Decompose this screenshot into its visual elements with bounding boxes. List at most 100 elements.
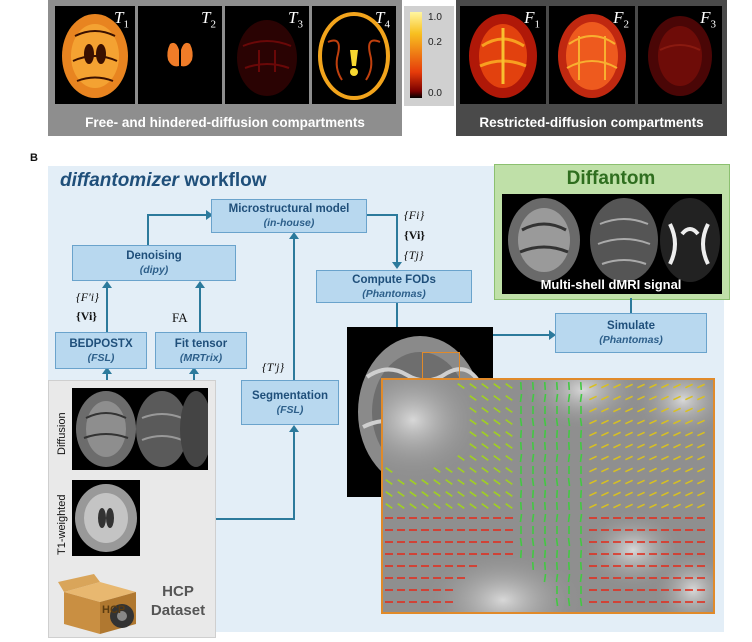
fod-glyph (637, 419, 645, 425)
fod-glyph (469, 419, 477, 425)
fod-glyph (445, 491, 453, 497)
denoise-label: Denoising (126, 250, 182, 262)
brain-f3-image (648, 16, 712, 96)
fod-glyph (567, 441, 571, 451)
fod-glyph (505, 431, 513, 437)
fod-glyph (697, 395, 705, 401)
fod-glyph (567, 417, 571, 427)
box-segmentation[interactable]: Segmentation (FSL) (241, 380, 339, 425)
fods-label: Compute FODs (352, 273, 436, 286)
fod-glyph (493, 431, 501, 437)
fod-glyph (661, 443, 669, 449)
fod-glyph (637, 383, 645, 389)
arrow-head-micro (206, 210, 213, 220)
fod-glyph (601, 467, 609, 473)
brain-t1-image (62, 14, 128, 98)
fod-glyph (531, 501, 535, 511)
simulate-label: Simulate (607, 320, 655, 332)
fod-glyph (493, 443, 501, 449)
fod-glyph (481, 503, 489, 509)
fod-glyph (579, 489, 583, 499)
fod-glyph (555, 597, 559, 607)
fod-glyph (567, 537, 571, 547)
fod-glyph (673, 431, 681, 437)
fod-glyph (519, 393, 523, 403)
label-t1: T1 (114, 8, 129, 31)
arrow-image-to-simulate (492, 334, 550, 336)
fod-glyph (385, 479, 393, 485)
fod-glyph (543, 441, 547, 451)
mri-t4: T4 (312, 6, 396, 104)
fod-glyph (625, 419, 633, 425)
denoise-sub: (dipy) (139, 264, 169, 276)
fod-glyph (589, 467, 597, 473)
fod-glyph (493, 407, 501, 413)
fod-glyph (637, 455, 645, 461)
arrow-t1-to-seg-v (293, 430, 295, 520)
fod-glyph (579, 441, 583, 451)
colorbar-tick-high: 1.0 (428, 12, 442, 23)
fod-glyph (457, 479, 465, 485)
fod-glyph (543, 537, 547, 547)
arrow-head-denoise-left (102, 281, 112, 288)
diffusion-label: Diffusion (56, 412, 68, 455)
fod-glyph (505, 407, 513, 413)
box-simulate[interactable]: Simulate (Phantomas) (555, 313, 707, 353)
fod-glyph (685, 407, 693, 413)
arrow-head-bedpostx (102, 367, 112, 374)
math-fi-prime: {F′i} (76, 290, 99, 304)
hcp-box-icon: HCP (56, 574, 142, 636)
fod-glyph (685, 419, 693, 425)
fod-glyph (543, 513, 547, 523)
box-denoising[interactable]: Denoising (dipy) (72, 245, 236, 281)
box-bedpostx[interactable]: BEDPOSTX (FSL) (55, 332, 147, 369)
arrow-seg-to-micro (293, 236, 295, 380)
fod-glyph (519, 513, 523, 523)
fod-glyph (637, 395, 645, 401)
fod-glyph (589, 479, 597, 485)
fod-glyph (469, 443, 477, 449)
fod-glyph (543, 381, 547, 391)
box-fit-tensor[interactable]: Fit tensor (MRTrix) (155, 332, 247, 369)
fod-glyph (555, 441, 559, 451)
fod-glyph (673, 491, 681, 497)
fod-glyph (481, 443, 489, 449)
fod-glyph (613, 431, 621, 437)
fod-glyph (397, 479, 405, 485)
fod-glyph (649, 431, 657, 437)
diffantom-brains-image (508, 198, 720, 282)
fod-glyph (661, 395, 669, 401)
fod-glyph (409, 491, 417, 497)
cardboard-box-icon (58, 574, 136, 634)
colorbar-tick-mid: 0.2 (428, 37, 442, 48)
fod-glyph (531, 441, 535, 451)
fod-glyph (637, 443, 645, 449)
fod-glyph (543, 489, 547, 499)
box-microstructural-model[interactable]: Microstructural model (in-house) (211, 199, 367, 233)
fod-glyph (579, 561, 583, 571)
fod-glyph (555, 561, 559, 571)
box-compute-fods[interactable]: Compute FODs (Phantomas) (316, 270, 472, 303)
fod-glyph (531, 417, 535, 427)
arrow-denoise-to-micro-v (147, 214, 149, 245)
arrow-simulate-to-diffantom (630, 298, 632, 313)
fod-glyph (613, 383, 621, 389)
fod-glyph (673, 407, 681, 413)
fod-glyph (697, 491, 705, 497)
fod-glyph (697, 455, 705, 461)
fod-glyph (567, 453, 571, 463)
fod-glyph (637, 467, 645, 473)
fod-glyph (555, 549, 559, 559)
fod-glyph (579, 537, 583, 547)
fod-glyph (567, 597, 571, 607)
arrow-head-tensor (189, 367, 199, 374)
fod-glyph (397, 491, 405, 497)
fod-glyph (697, 467, 705, 473)
fod-glyph (519, 381, 523, 391)
fod-glyph (567, 573, 571, 583)
mri-t1: T1 (55, 6, 135, 104)
fod-glyph (433, 467, 441, 473)
fod-glyph (385, 467, 393, 473)
math-fa: FA (172, 310, 188, 325)
label-t4: T4 (375, 8, 390, 31)
